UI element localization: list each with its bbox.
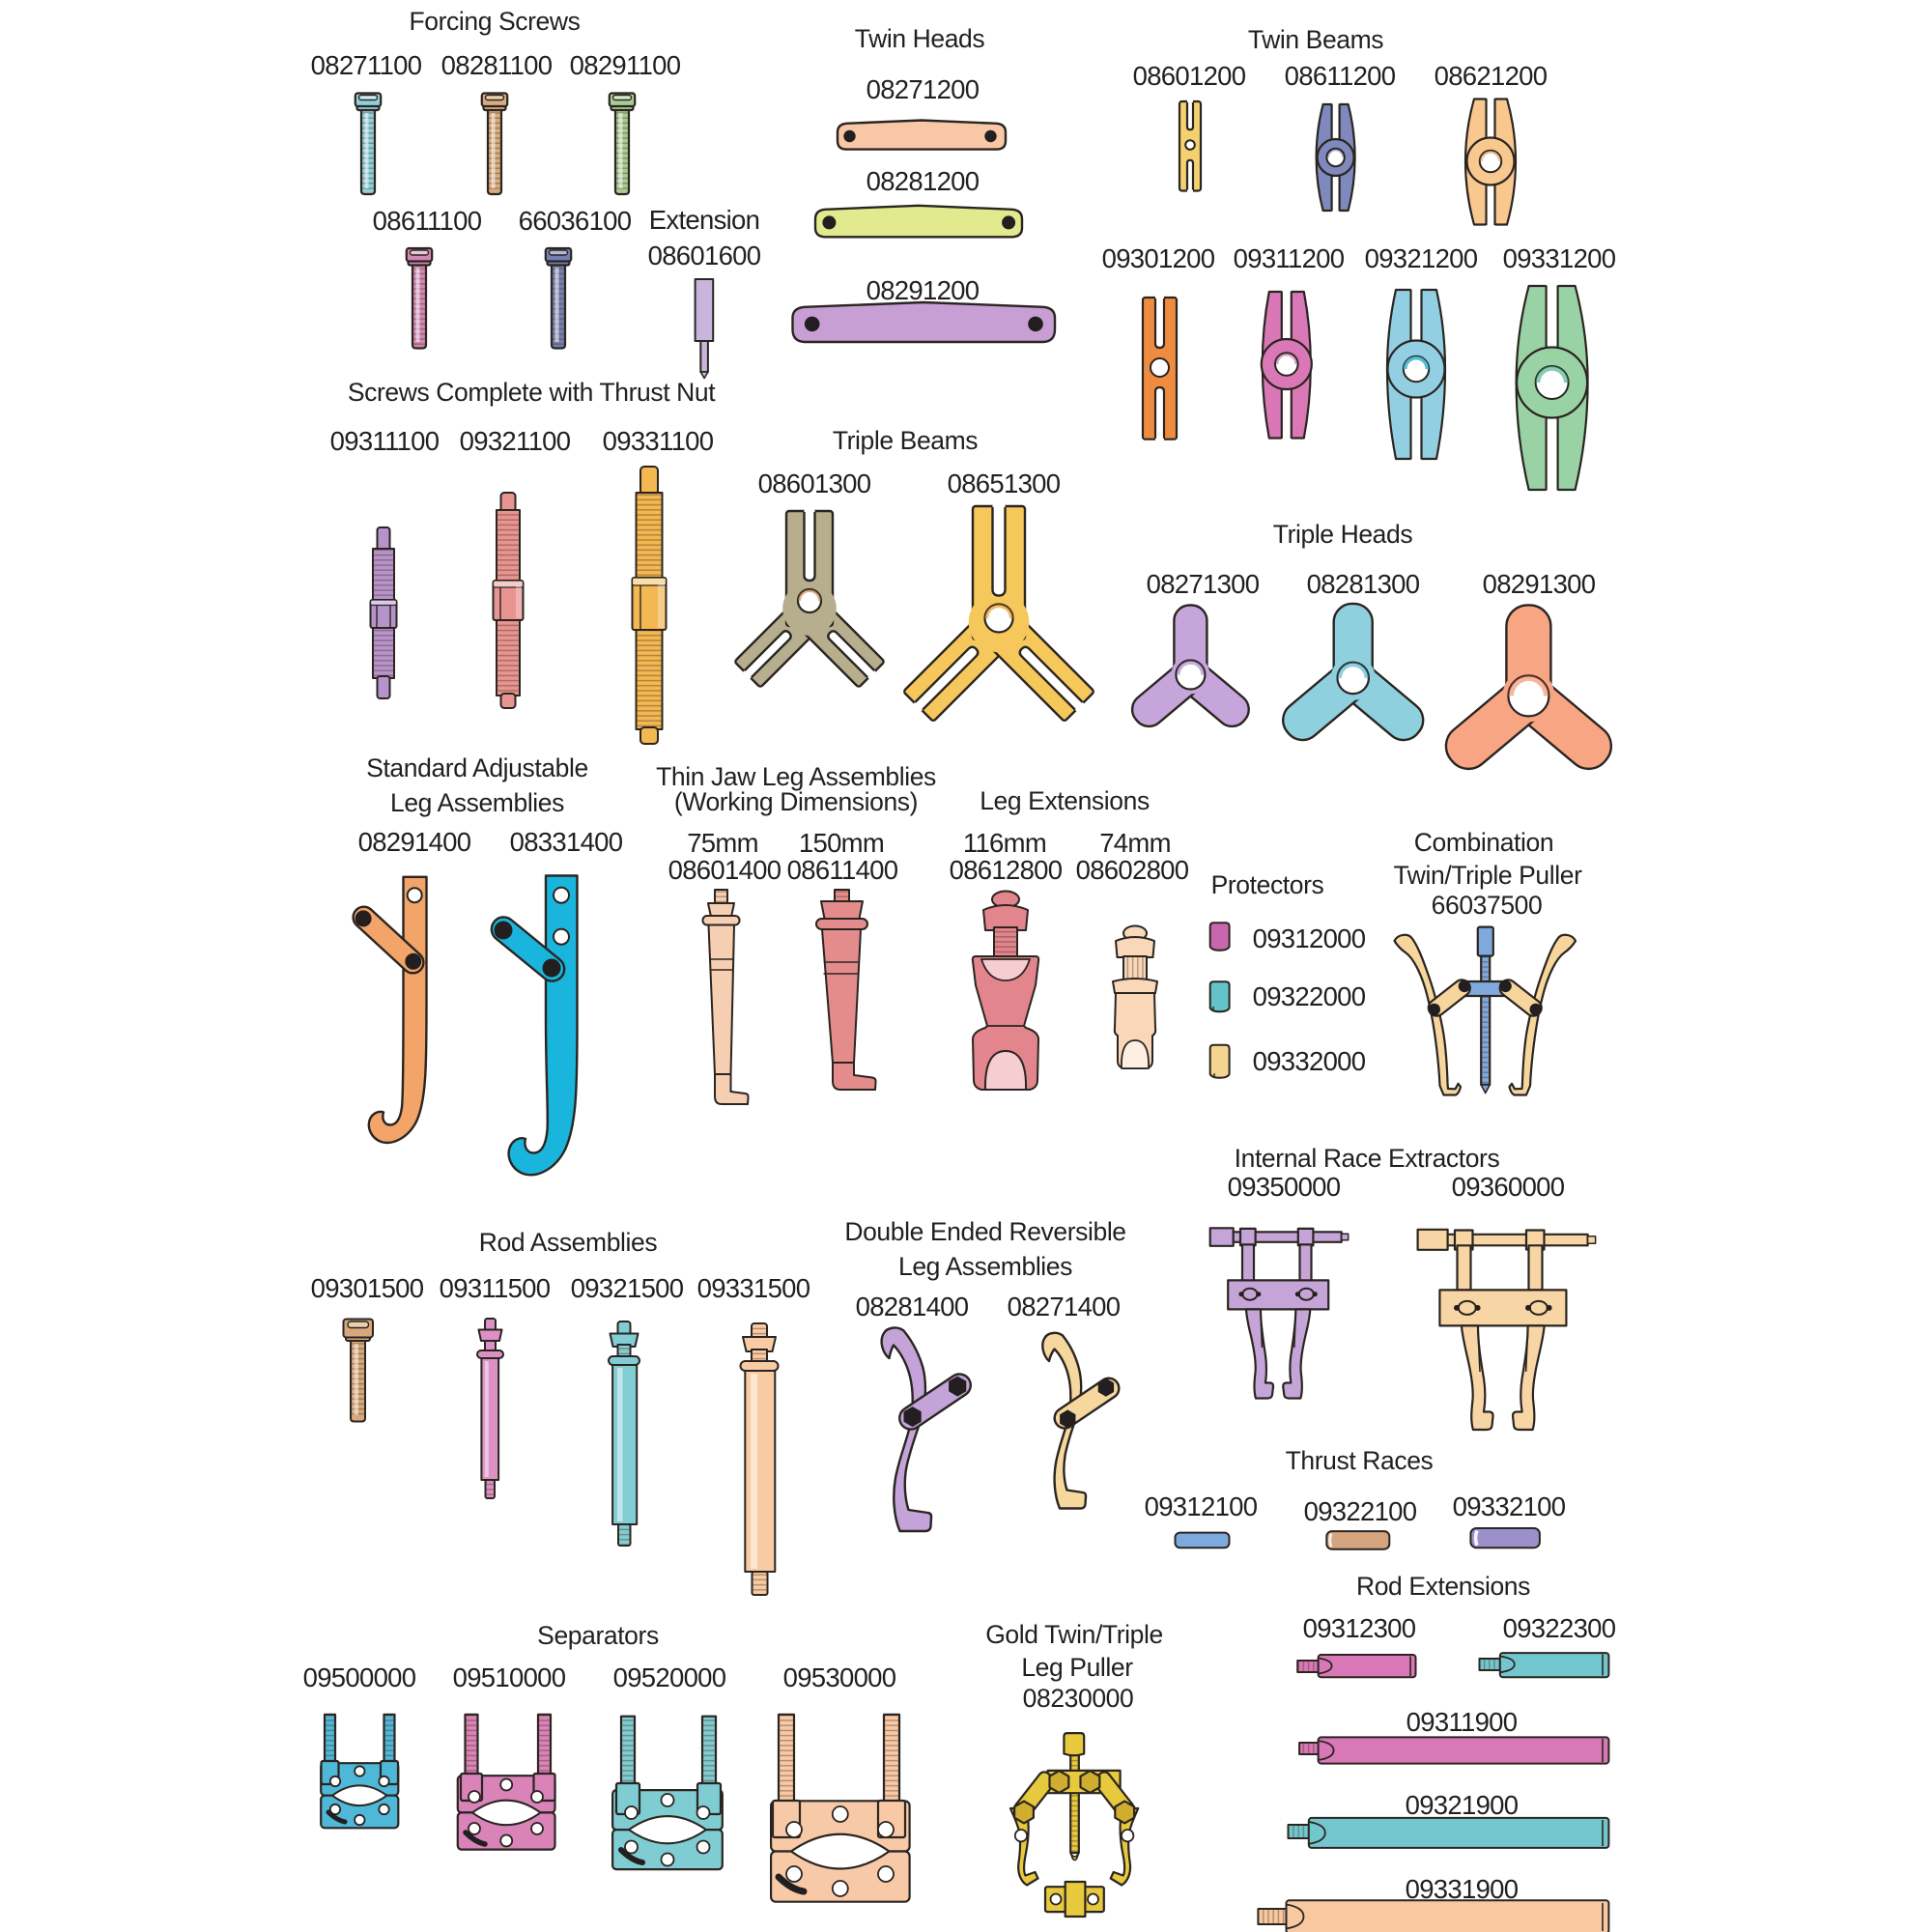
svg-text:Leg Assemblies: Leg Assemblies (390, 788, 564, 817)
svg-text:09321200: 09321200 (1365, 243, 1478, 273)
svg-text:09332100: 09332100 (1453, 1492, 1566, 1521)
svg-text:Double Ended Reversible: Double Ended Reversible (844, 1217, 1125, 1246)
svg-text:Rod Extensions: Rod Extensions (1356, 1572, 1530, 1601)
svg-text:Thin Jaw Leg Assemblies: Thin Jaw Leg Assemblies (656, 762, 936, 791)
svg-text:08611400: 08611400 (787, 855, 898, 885)
svg-text:08601600: 08601600 (648, 241, 761, 270)
svg-text:08611200: 08611200 (1285, 61, 1396, 91)
svg-text:09311900: 09311900 (1406, 1707, 1518, 1737)
svg-text:09322300: 09322300 (1503, 1613, 1616, 1643)
svg-text:116mm: 116mm (963, 828, 1046, 858)
svg-text:09312300: 09312300 (1303, 1613, 1416, 1643)
svg-text:09360000: 09360000 (1452, 1172, 1565, 1202)
svg-text:Internal Race Extractors: Internal Race Extractors (1235, 1144, 1500, 1173)
svg-text:09322100: 09322100 (1304, 1496, 1417, 1526)
svg-text:09530000: 09530000 (783, 1662, 896, 1692)
svg-text:09332000: 09332000 (1253, 1046, 1366, 1076)
svg-text:Twin Beams: Twin Beams (1248, 25, 1383, 54)
svg-text:Separators: Separators (537, 1621, 659, 1650)
svg-text:08601400: 08601400 (668, 855, 781, 885)
svg-text:09311500: 09311500 (440, 1273, 551, 1303)
svg-text:09311200: 09311200 (1234, 243, 1345, 273)
svg-text:09520000: 09520000 (613, 1662, 726, 1692)
svg-text:09322000: 09322000 (1253, 981, 1366, 1011)
svg-text:Protectors: Protectors (1211, 870, 1324, 899)
svg-text:Twin Heads: Twin Heads (855, 24, 985, 53)
svg-text:08271100: 08271100 (311, 50, 422, 80)
svg-text:08602800: 08602800 (1076, 855, 1189, 885)
svg-text:08601300: 08601300 (758, 469, 871, 498)
svg-text:09311100: 09311100 (330, 426, 440, 456)
svg-text:Thrust Races: Thrust Races (1286, 1446, 1434, 1475)
svg-text:08281100: 08281100 (441, 50, 553, 80)
svg-text:09301500: 09301500 (311, 1273, 424, 1303)
svg-text:Extension: Extension (649, 205, 759, 235)
svg-text:09500000: 09500000 (303, 1662, 416, 1692)
svg-text:Twin/Triple Puller: Twin/Triple Puller (1393, 861, 1582, 890)
svg-text:09321900: 09321900 (1406, 1790, 1519, 1820)
svg-text:09331500: 09331500 (697, 1273, 810, 1303)
svg-text:09301200: 09301200 (1102, 243, 1215, 273)
svg-text:74mm: 74mm (1099, 828, 1171, 858)
svg-text:08601200: 08601200 (1133, 61, 1246, 91)
svg-text:150mm: 150mm (799, 828, 884, 858)
svg-text:08271300: 08271300 (1147, 569, 1260, 599)
svg-text:09350000: 09350000 (1228, 1172, 1341, 1202)
svg-text:(Working Dimensions): (Working Dimensions) (674, 787, 918, 816)
svg-text:Leg Puller: Leg Puller (1021, 1653, 1133, 1682)
svg-text:09312000: 09312000 (1253, 923, 1366, 953)
svg-text:08291400: 08291400 (358, 827, 471, 857)
svg-text:Gold Twin/Triple: Gold Twin/Triple (985, 1620, 1163, 1649)
svg-text:09331200: 09331200 (1503, 243, 1616, 273)
svg-text:66037500: 66037500 (1432, 891, 1543, 920)
svg-text:08291200: 08291200 (867, 275, 980, 305)
svg-text:08612800: 08612800 (950, 855, 1063, 885)
svg-text:08291100: 08291100 (570, 50, 681, 80)
svg-text:Triple Heads: Triple Heads (1273, 520, 1413, 549)
svg-text:08651300: 08651300 (948, 469, 1061, 498)
svg-text:Rod Assemblies: Rod Assemblies (479, 1228, 658, 1257)
svg-text:08271200: 08271200 (867, 74, 980, 104)
svg-text:09331100: 09331100 (603, 426, 714, 456)
svg-text:Leg Assemblies: Leg Assemblies (898, 1252, 1072, 1281)
svg-text:09321100: 09321100 (460, 426, 571, 456)
svg-text:Screws Complete with Thrust Nu: Screws Complete with Thrust Nut (348, 378, 716, 407)
svg-text:Forcing Screws: Forcing Screws (409, 7, 580, 36)
svg-text:08611100: 08611100 (373, 206, 482, 236)
svg-text:66036100: 66036100 (519, 206, 632, 236)
svg-text:08271400: 08271400 (1008, 1292, 1121, 1321)
svg-text:09510000: 09510000 (453, 1662, 566, 1692)
svg-text:08230000: 08230000 (1023, 1684, 1134, 1713)
svg-text:08281200: 08281200 (867, 166, 980, 196)
svg-text:08331400: 08331400 (510, 827, 623, 857)
svg-text:09312100: 09312100 (1145, 1492, 1258, 1521)
svg-text:Leg Extensions: Leg Extensions (980, 786, 1150, 815)
svg-text:08621200: 08621200 (1435, 61, 1548, 91)
svg-text:08281400: 08281400 (856, 1292, 969, 1321)
svg-text:Triple Beams: Triple Beams (833, 426, 978, 455)
svg-text:08291300: 08291300 (1483, 569, 1596, 599)
svg-text:Combination: Combination (1414, 828, 1553, 857)
svg-text:75mm: 75mm (687, 828, 758, 858)
svg-text:Standard Adjustable: Standard Adjustable (366, 753, 588, 782)
svg-text:09321500: 09321500 (571, 1273, 684, 1303)
svg-text:08281300: 08281300 (1307, 569, 1420, 599)
svg-text:09331900: 09331900 (1406, 1874, 1519, 1904)
